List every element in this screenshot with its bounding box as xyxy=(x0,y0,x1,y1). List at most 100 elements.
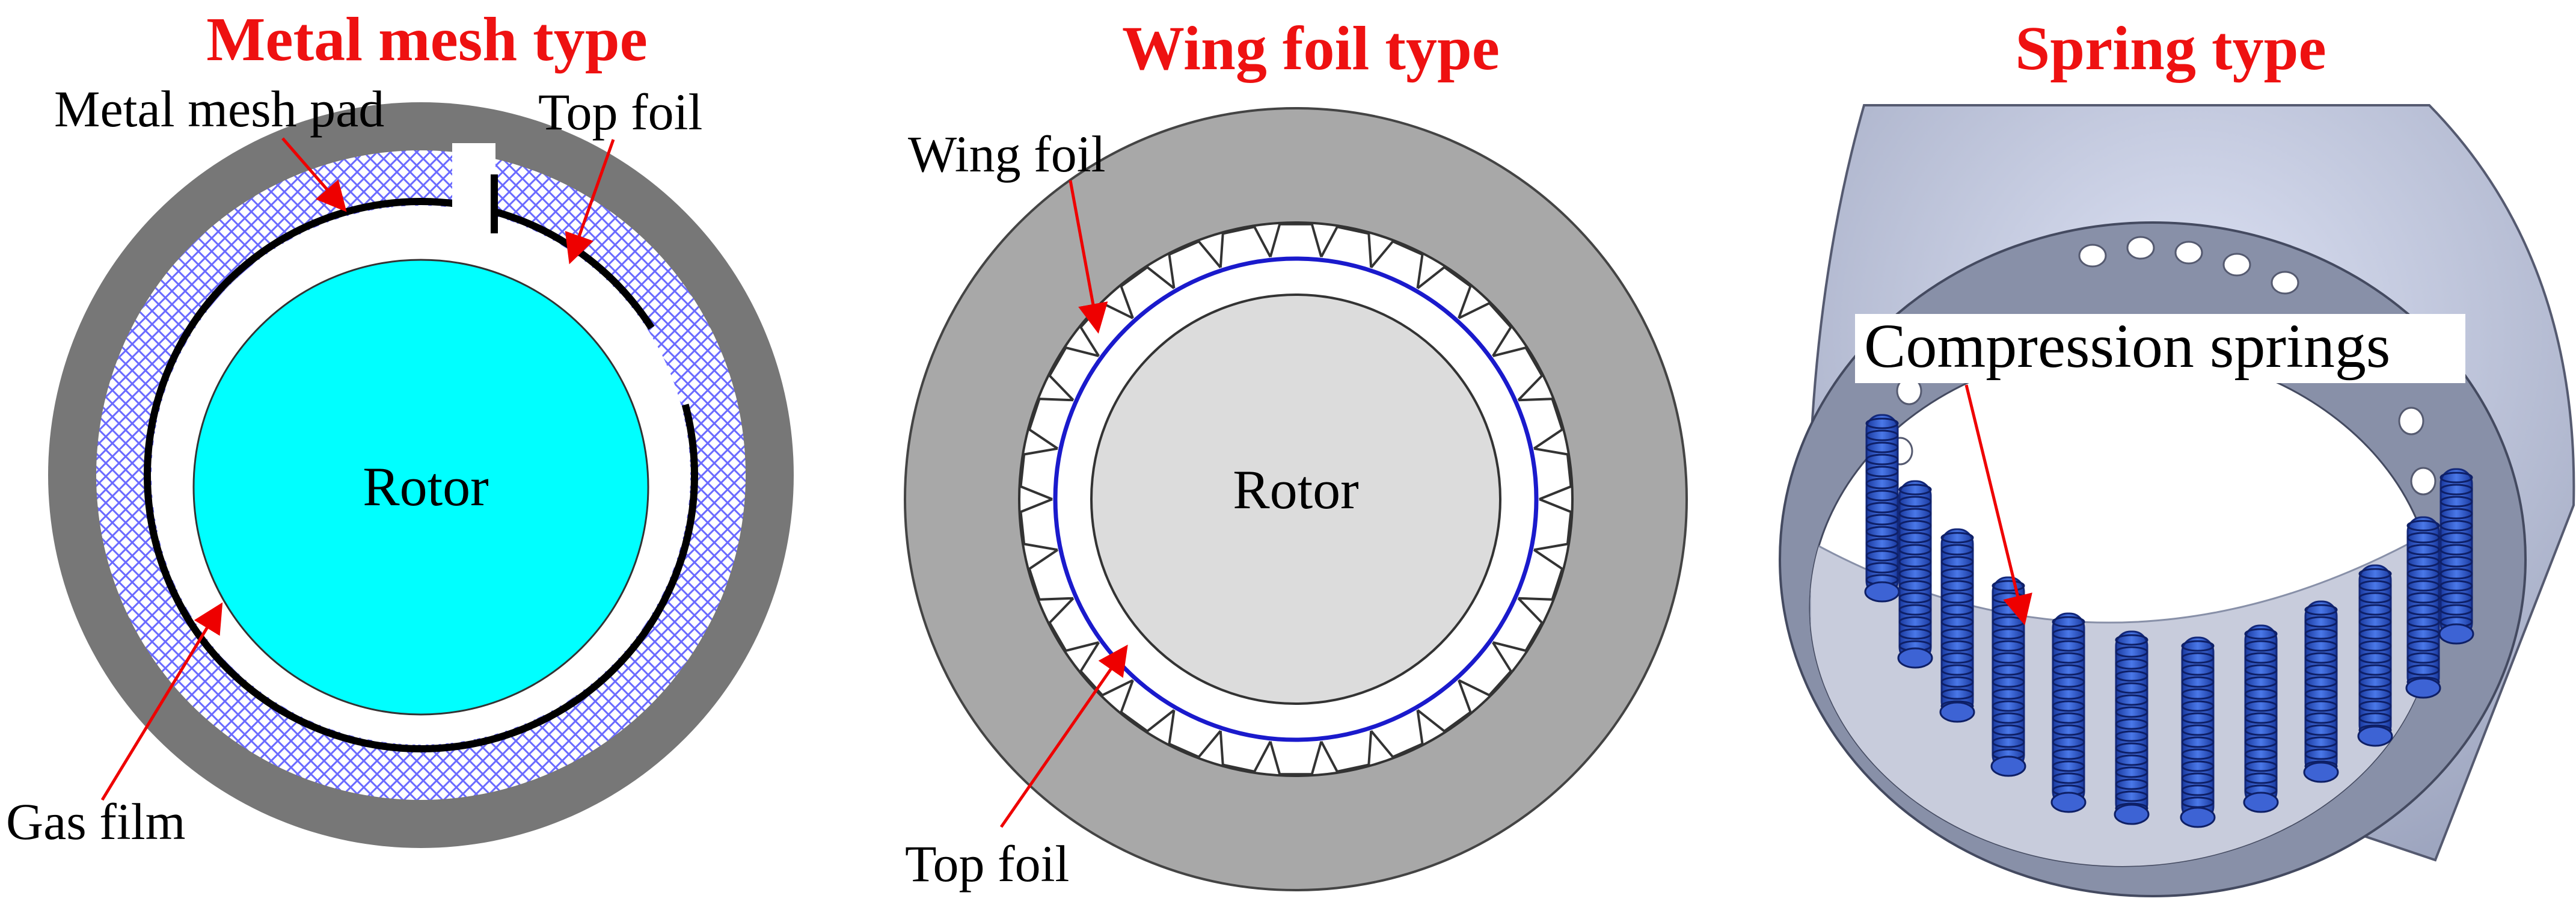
spring-coil xyxy=(2304,628,2338,640)
spring-coil xyxy=(1940,544,1974,556)
spring-coil xyxy=(2244,772,2278,784)
spring-coil xyxy=(2244,724,2278,736)
spring-coil xyxy=(2244,664,2278,676)
spring-coil xyxy=(2304,748,2338,760)
spring-coil xyxy=(2181,724,2215,736)
metal-mesh-panel: Metal mesh type Rotor Metal mesh pad Top… xyxy=(6,5,794,850)
compression-spring xyxy=(2303,600,2339,783)
spring-coil xyxy=(2052,688,2085,700)
spring-coil xyxy=(2358,712,2392,724)
spring-coil xyxy=(1992,640,2025,652)
spring-coil xyxy=(2406,616,2440,628)
spring-coil xyxy=(1992,664,2025,676)
pad-arrow xyxy=(281,137,347,212)
spring-coil xyxy=(2052,676,2085,688)
spring-coil xyxy=(2115,718,2148,730)
spring-coil xyxy=(2244,688,2278,700)
wing-foil-label: Wing foil xyxy=(908,125,1106,183)
spring-coil xyxy=(1898,532,1932,544)
spring-coil xyxy=(1992,676,2025,688)
spring-coil xyxy=(2244,760,2278,772)
spring-coil xyxy=(2440,496,2473,508)
spring-end xyxy=(2180,807,2216,828)
spring-coil xyxy=(2304,652,2338,664)
spring-coil xyxy=(1898,544,1932,556)
spring-coil xyxy=(2440,580,2473,592)
spring-coil xyxy=(2406,520,2440,532)
spring-coil xyxy=(1898,592,1932,604)
wing-foil-arrow xyxy=(1069,180,1108,334)
wing-foil-segment xyxy=(1120,265,1175,319)
mesh-rotor-label: Rotor xyxy=(363,456,489,517)
spring-end xyxy=(2405,677,2441,699)
wing-rotor xyxy=(1090,294,1501,705)
spring-coil xyxy=(2406,556,2440,568)
spring-coil xyxy=(2181,700,2215,712)
spring-coil xyxy=(2052,724,2085,736)
wing-foil-title: Wing foil type xyxy=(1122,14,1500,83)
wing-foil-segment xyxy=(1269,223,1323,257)
compression-springs-label: Compression springs xyxy=(1864,312,2390,381)
mesh-top-foil xyxy=(144,198,698,752)
wing-foil-segment xyxy=(1370,239,1424,289)
spring-coil xyxy=(2052,772,2085,784)
spring-coil xyxy=(2440,484,2473,496)
spring-coil xyxy=(2115,790,2148,802)
spring-coil xyxy=(1898,604,1932,616)
spring-end xyxy=(2438,623,2474,645)
spring-coil xyxy=(1898,496,1932,508)
wing-top-foil-arrow xyxy=(999,644,1128,828)
spring-coil xyxy=(2052,700,2085,712)
spring-coil xyxy=(2358,688,2392,700)
spring-coil xyxy=(2440,604,2473,616)
wing-foil-segment xyxy=(1492,597,1544,653)
wing-top-foil xyxy=(1053,256,1539,742)
spring-coil xyxy=(1865,429,1899,441)
spring-coil xyxy=(1992,652,2025,664)
spring-coil xyxy=(2115,670,2148,682)
spring-coil xyxy=(2115,694,2148,706)
spring-coil xyxy=(1898,508,1932,520)
spring-coil xyxy=(2440,472,2473,484)
spring-coil xyxy=(1940,604,1974,616)
spring-coil xyxy=(2358,640,2392,652)
compression-spring xyxy=(2114,630,2150,825)
spring-coil xyxy=(2244,712,2278,724)
spring-coil xyxy=(2115,754,2148,766)
spring-coil xyxy=(1940,664,1974,676)
wing-foil-segment xyxy=(1219,731,1272,773)
spring-coil xyxy=(2406,568,2440,580)
wing-foil-segment xyxy=(1269,741,1323,776)
spring-coil xyxy=(2358,628,2392,640)
spring-coil xyxy=(2052,760,2085,772)
spring-coil xyxy=(1898,556,1932,568)
spring-coil xyxy=(2115,658,2148,670)
wing-foil-segment xyxy=(1079,642,1133,697)
wing-foil-segment xyxy=(1120,680,1175,733)
compression-spring xyxy=(2438,468,2474,645)
spring-coil xyxy=(1865,490,1899,502)
compression-spring xyxy=(2050,612,2087,813)
spring-end xyxy=(2050,791,2087,813)
spring-coil xyxy=(2440,508,2473,520)
spring-coil xyxy=(1992,724,2025,736)
spring-end xyxy=(2303,761,2339,783)
wing-foil-segment xyxy=(1518,398,1564,450)
spring-coil xyxy=(2244,748,2278,760)
spring-coil xyxy=(2440,556,2473,568)
spring-coil xyxy=(2244,700,2278,712)
spring-end xyxy=(2357,725,2393,747)
wing-foil-segment xyxy=(1168,239,1222,289)
spring-coil xyxy=(1898,568,1932,580)
spring-coil xyxy=(2181,784,2215,796)
spring-coil xyxy=(1940,580,1974,592)
springs-arrow xyxy=(1964,384,2032,625)
spring-end xyxy=(1990,755,2026,777)
gas-film-arrow xyxy=(100,602,223,801)
spring-coil xyxy=(2406,664,2440,676)
spring-coil xyxy=(2406,652,2440,664)
spring-coil xyxy=(2181,676,2215,688)
spring-coil xyxy=(1865,526,1899,538)
metal-mesh-title: Metal mesh type xyxy=(206,5,648,74)
spring-end xyxy=(2114,804,2150,825)
